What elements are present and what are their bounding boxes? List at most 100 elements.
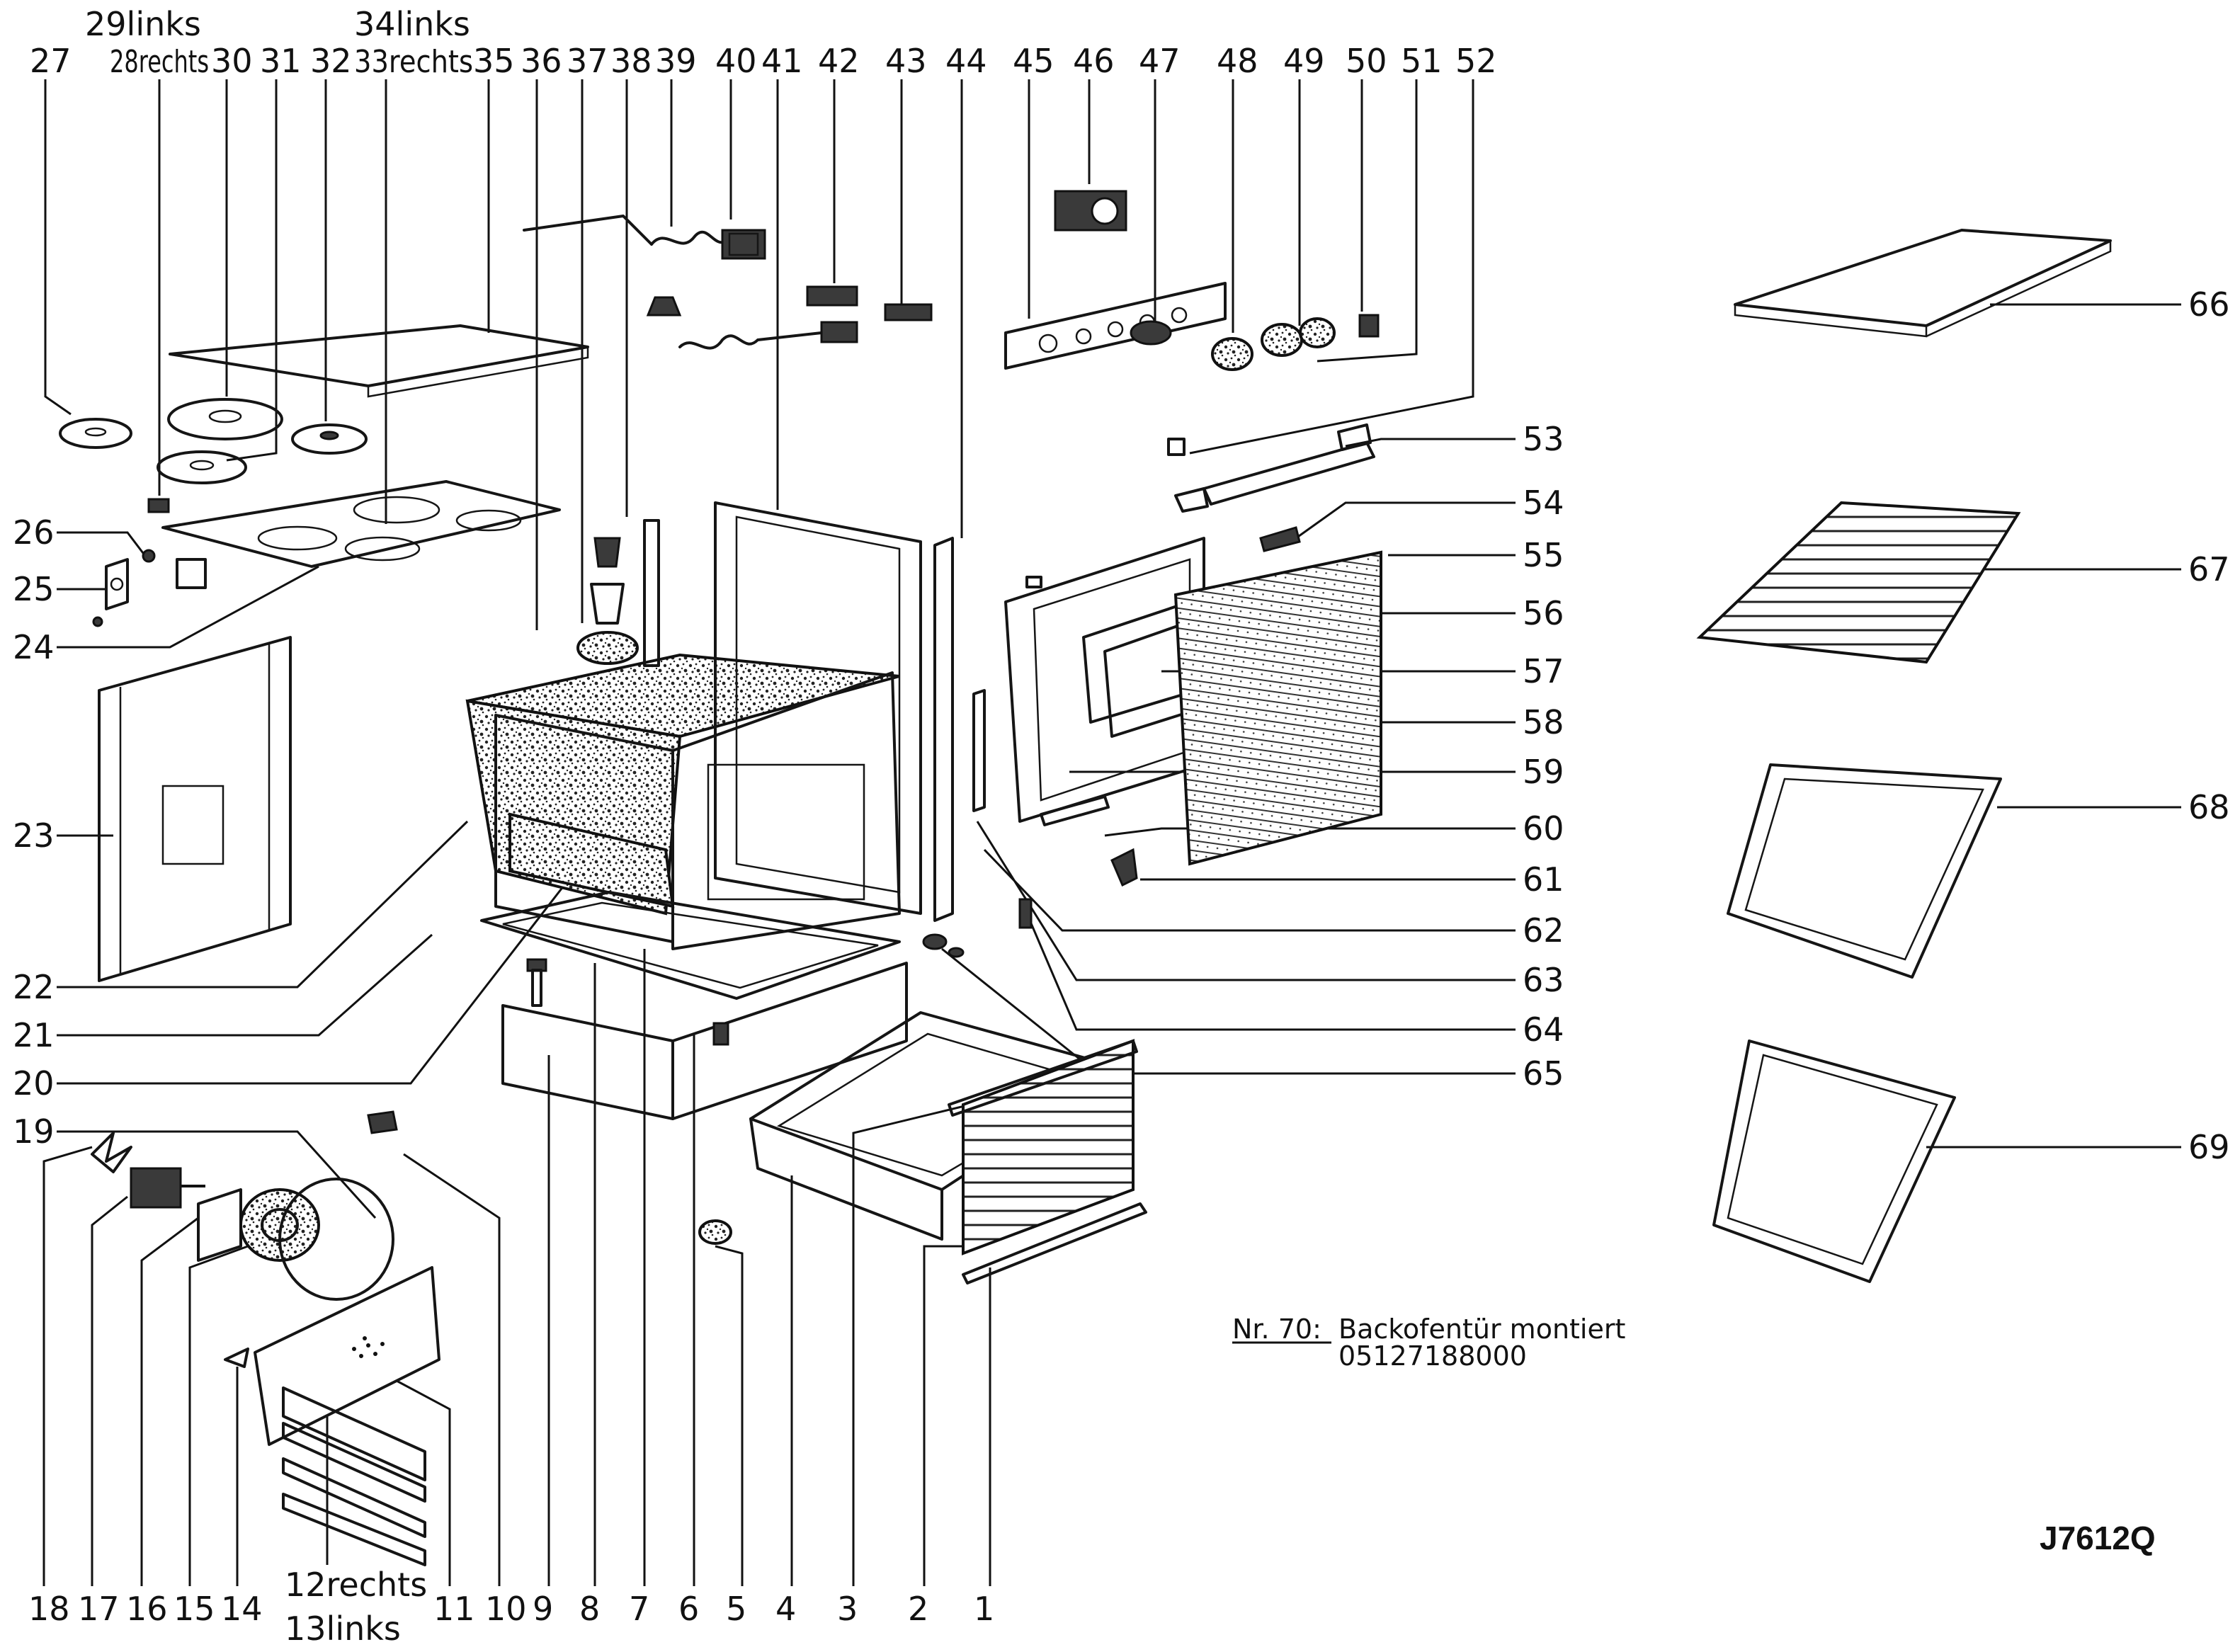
label-24: 24: [13, 628, 55, 666]
label-39: 39: [655, 42, 697, 80]
label-62: 62: [1523, 911, 1564, 950]
label-4: 4: [775, 1590, 796, 1628]
label-58: 58: [1523, 703, 1564, 741]
pin-14: [224, 1348, 249, 1368]
label-31: 31: [260, 42, 302, 80]
shallow-tray-69: [1712, 1039, 1956, 1283]
drawer-runner-1: [962, 1202, 1147, 1284]
label-19: 19: [13, 1112, 55, 1151]
fan-blade-18: [91, 1132, 132, 1173]
label-40: 40: [715, 42, 757, 80]
outer-door-panel-56: [1173, 550, 1382, 866]
mount-plate-16: [197, 1188, 242, 1262]
roasting-tray-68: [1727, 763, 2002, 979]
oven-lamp-37: [576, 537, 639, 665]
insulation-20: [508, 812, 675, 908]
drawer-front-2: [948, 1039, 1138, 1255]
rail-38: [643, 519, 660, 667]
label-29: 29links: [85, 5, 201, 43]
base-frame-7: [480, 891, 901, 1000]
door-strip-60: [1040, 795, 1110, 826]
label-38: 38: [610, 42, 652, 80]
label-45: 45: [1013, 42, 1054, 80]
switch-42: [806, 285, 858, 307]
clip-10: [367, 1110, 398, 1134]
handle-bracket-54: [1259, 526, 1301, 552]
label-56: 56: [1523, 594, 1564, 632]
bottom-leader-lines: [42, 949, 991, 1586]
far-right-labels: 66 67 68 69: [2188, 285, 2230, 1166]
label-9: 9: [533, 1590, 553, 1628]
far-right-leader-lines: [1926, 303, 2181, 1149]
label-25: 25: [13, 570, 55, 608]
label-28: 28rechts: [110, 44, 209, 80]
top-leader-lines: [44, 79, 1474, 630]
label-22: 22: [13, 968, 55, 1006]
plinth-9: [501, 962, 908, 1120]
label-1: 1: [974, 1590, 994, 1628]
label-34: 34links: [354, 5, 470, 43]
label-55: 55: [1523, 536, 1564, 574]
note-line-1: Backofentür montiert: [1338, 1314, 1625, 1345]
hotplate-32: [291, 423, 368, 455]
label-69: 69: [2188, 1128, 2230, 1166]
assembly-note: Nr. 70: Backofentür montiert 05127188000: [1232, 1314, 1625, 1372]
label-32: 32: [310, 42, 352, 80]
drawing-code: J7612Q: [2040, 1520, 2156, 1556]
label-54: 54: [1523, 484, 1564, 522]
label-13: 13links: [285, 1610, 401, 1648]
right-labels: 53 54 55 56 57 58 59 60 61 62 63 64 65: [1523, 420, 1564, 1093]
front-frame-41: [714, 501, 922, 915]
label-27: 27: [30, 42, 72, 80]
label-68: 68: [2188, 788, 2230, 826]
left-leader-lines: [57, 531, 582, 1219]
foot-6: [712, 1022, 729, 1046]
label-53: 53: [1523, 420, 1564, 458]
label-18: 18: [28, 1590, 70, 1628]
fan-cover-11: [254, 1266, 440, 1446]
label-66: 66: [2188, 285, 2230, 324]
door-frame-59: [1004, 537, 1205, 823]
relay-42b: [820, 321, 858, 343]
knob-5: [698, 1219, 732, 1245]
indicator-50: [1358, 314, 1380, 338]
door-seal-62: [972, 689, 986, 812]
baking-tray-66: [1734, 229, 2112, 338]
label-50: 50: [1346, 42, 1387, 80]
label-3: 3: [837, 1590, 858, 1628]
label-64: 64: [1523, 1010, 1564, 1049]
label-37: 37: [567, 42, 608, 80]
label-30: 30: [211, 42, 253, 80]
label-16: 16: [126, 1590, 168, 1628]
grill-pan-67: [1696, 501, 2021, 664]
label-6: 6: [678, 1590, 699, 1628]
label-10: 10: [485, 1590, 527, 1628]
label-63: 63: [1523, 961, 1564, 999]
label-26: 26: [13, 513, 55, 552]
fan-ring-19: [278, 1178, 394, 1301]
label-57: 57: [1523, 652, 1564, 690]
left-labels: 26 25 24 23 22 21 20 19: [13, 513, 55, 1151]
hinge-parts-65: [922, 933, 965, 958]
door-clip-55: [1025, 576, 1042, 588]
label-17: 17: [78, 1590, 120, 1628]
top-label-row-1: 29links 34links: [85, 5, 470, 43]
bracket-33: [176, 558, 207, 589]
knob-48: [1211, 337, 1253, 371]
label-8: 8: [579, 1590, 600, 1628]
fan-motor-17: [130, 1167, 205, 1209]
label-48: 48: [1217, 42, 1258, 80]
label-7: 7: [629, 1590, 649, 1628]
door-handle-53: [1174, 423, 1375, 513]
label-35: 35: [473, 42, 515, 80]
hotplate-30: [167, 398, 283, 440]
hotplate-27: [59, 418, 132, 449]
label-67: 67: [2188, 550, 2230, 588]
label-46: 46: [1073, 42, 1115, 80]
label-11: 11: [433, 1590, 475, 1628]
label-2: 2: [908, 1590, 928, 1628]
clip-28: [147, 498, 170, 513]
hinge-plate-25: [92, 558, 129, 627]
label-61: 61: [1523, 860, 1564, 899]
